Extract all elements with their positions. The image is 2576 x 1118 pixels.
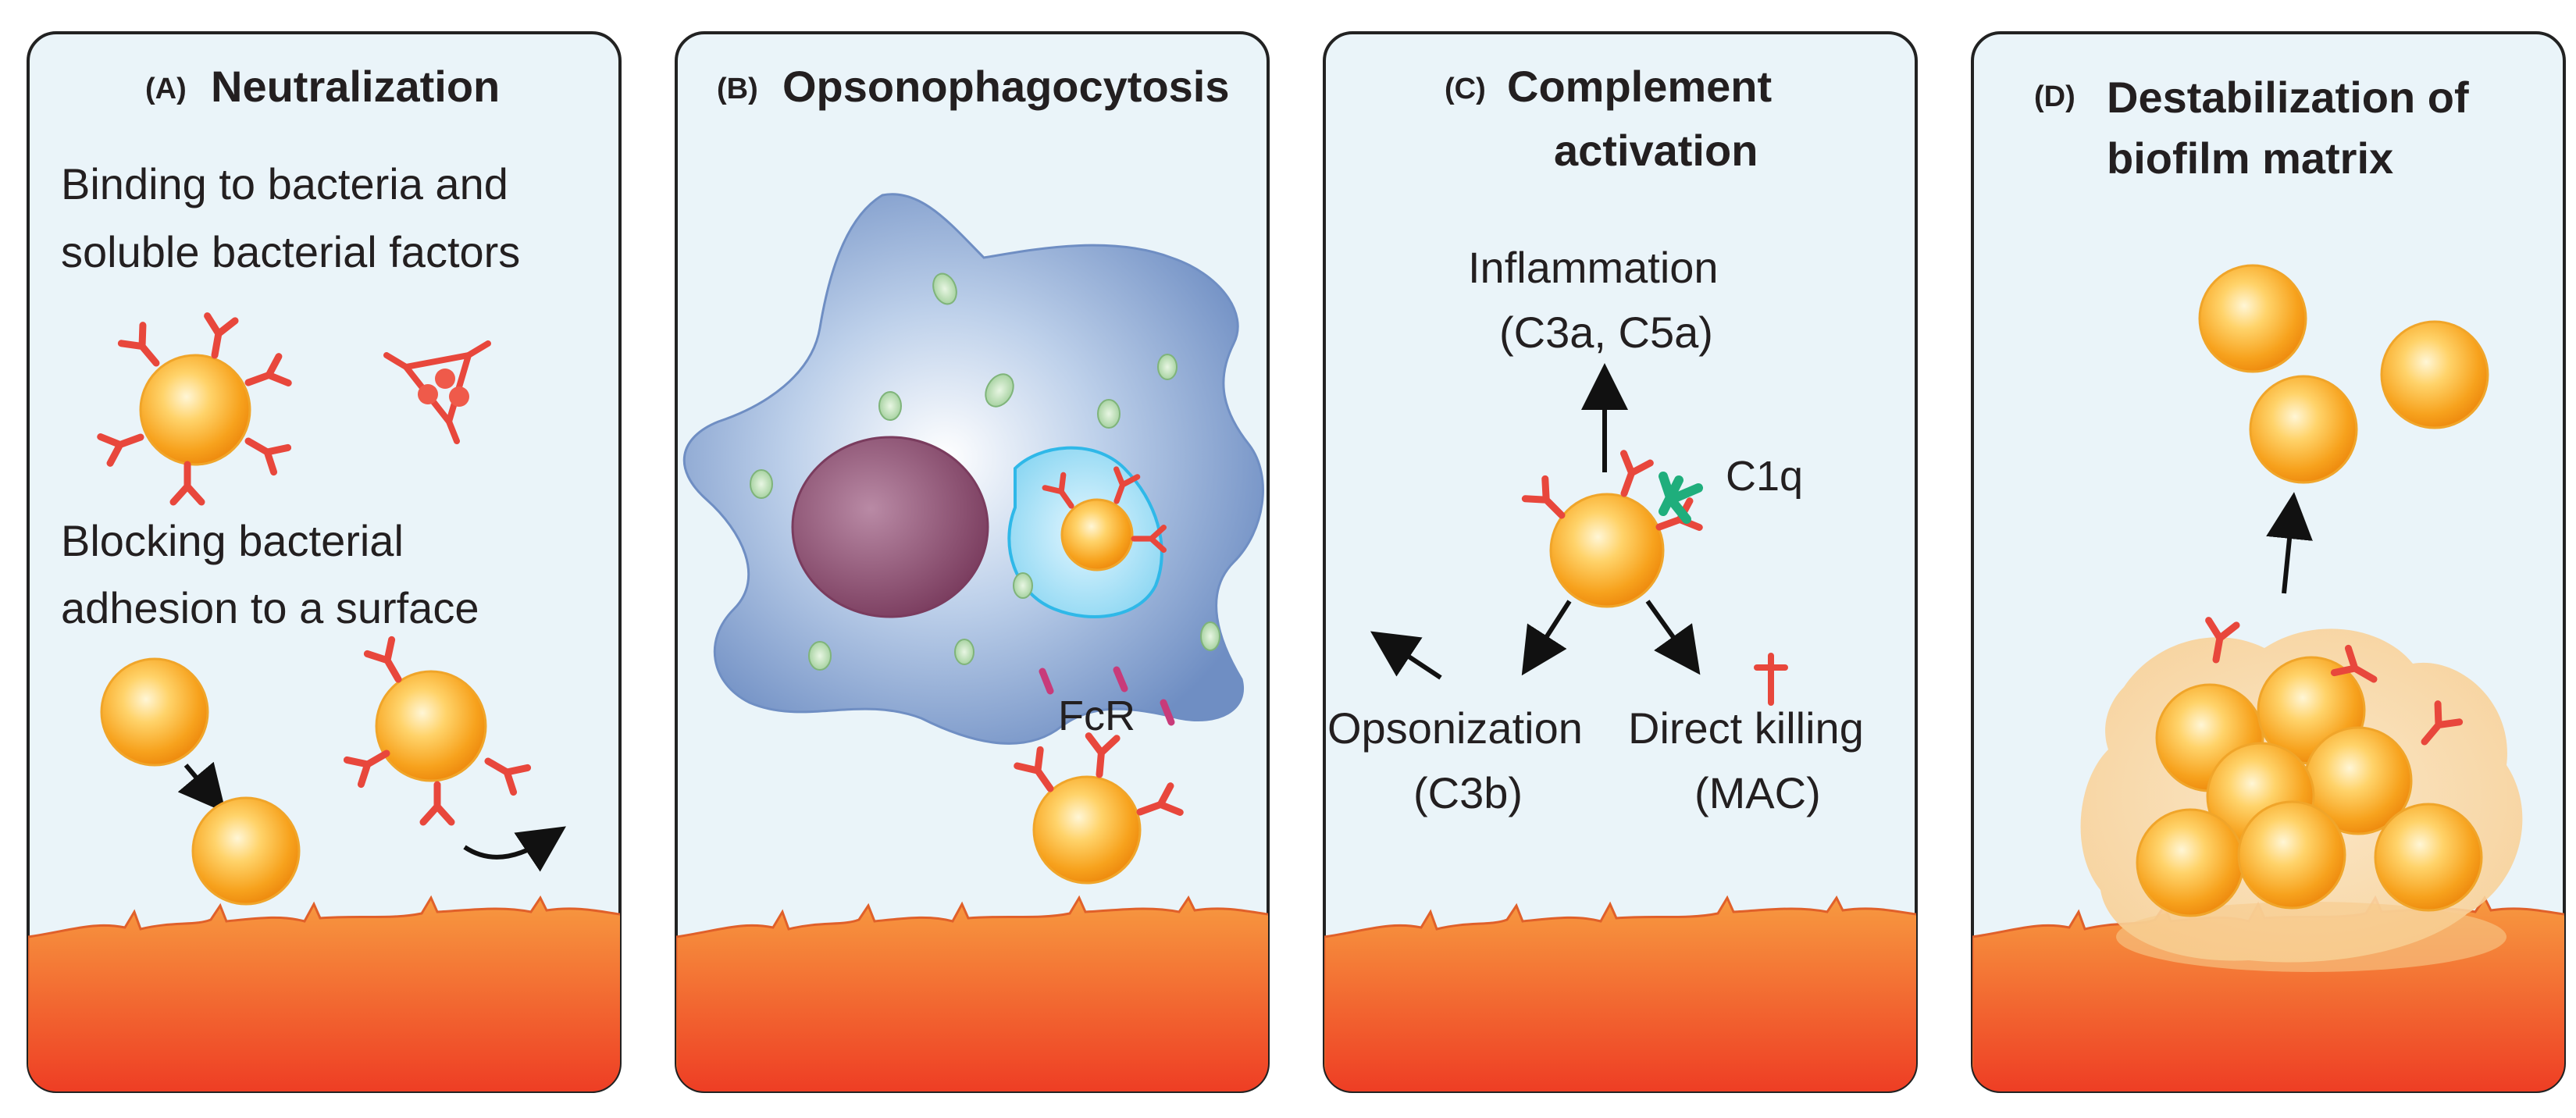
panel-a-letter: (A): [145, 73, 187, 105]
panel-a-text-blocking-1: Blocking bacterial: [61, 516, 404, 565]
inflammation-label-2: (C3a, C5a): [1499, 308, 1713, 357]
surface-b: [676, 895, 1268, 1091]
panel-b: (B) Opsonophagocytosis: [675, 31, 1270, 1093]
arrow-opsonization-out: [1370, 631, 1442, 680]
c1q-molecule: [1659, 472, 1703, 524]
panel-a-title: Neutralization: [211, 62, 500, 111]
blocked-bacterium: [347, 639, 527, 822]
panel-d: (D) Destabilization of biofilm matrix: [1971, 31, 2566, 1093]
opsonized-bacterium: [101, 316, 289, 502]
phagocyte: [682, 193, 1264, 745]
panel-d-title-2: biofilm matrix: [2107, 134, 2393, 183]
opsonization-label-1: Opsonization: [1327, 703, 1583, 753]
detach-arrow: [463, 826, 566, 872]
surface-a: [28, 895, 620, 1091]
panel-b-title: Opsonophagocytosis: [782, 62, 1230, 111]
bound-bacterium: [1017, 736, 1181, 885]
engulfed-bacterium: [1045, 469, 1163, 571]
panel-d-title-1: Destabilization of: [2107, 73, 2469, 122]
panel-a-text-blocking-2: adhesion to a surface: [61, 583, 479, 632]
vesicles: [750, 272, 1220, 671]
panel-a-text-binding-1: Binding to bacteria and: [61, 159, 508, 208]
inflammation-label-1: Inflammation: [1468, 243, 1719, 292]
release-arrow: [2266, 492, 2313, 594]
released-bacteria: [2198, 264, 2489, 484]
surface-c: [1324, 895, 1916, 1091]
panel-c-title-1: Complement: [1507, 62, 1772, 111]
complement-target-bacterium: [1525, 454, 1699, 608]
panel-d-letter: (D): [2034, 80, 2075, 113]
fcr-label: FcR: [1058, 693, 1135, 739]
free-bacterium: [100, 657, 209, 767]
adhesion-arrow: [177, 761, 226, 813]
panel-b-letter: (B): [717, 73, 758, 105]
adhered-bacterium: [191, 796, 301, 906]
fc-receptors: [1039, 666, 1175, 726]
panel-c-letter: (C): [1445, 73, 1486, 105]
neutralized-toxin: [383, 340, 491, 444]
killing-label-2: (MAC): [1694, 768, 1821, 817]
c1q-label: C1q: [1726, 453, 1803, 500]
killing-label-1: Direct killing: [1628, 703, 1864, 753]
panel-a-text-binding-2: soluble bacterial factors: [61, 227, 520, 276]
arrow-to-opsonization: [1521, 600, 1572, 676]
nucleus: [791, 436, 989, 618]
arrow-to-killing: [1645, 600, 1701, 675]
mac-pore-icon: [1754, 653, 1788, 706]
panel-c: (C) Complement activation Inflammation (…: [1323, 31, 1918, 1093]
opsonization-label-2: (C3b): [1413, 768, 1523, 817]
biofilm-bacteria: [2136, 656, 2483, 917]
panel-c-title-2: activation: [1554, 126, 1758, 175]
panel-a: (A) Neutralization Binding to bacteria a…: [27, 31, 622, 1093]
